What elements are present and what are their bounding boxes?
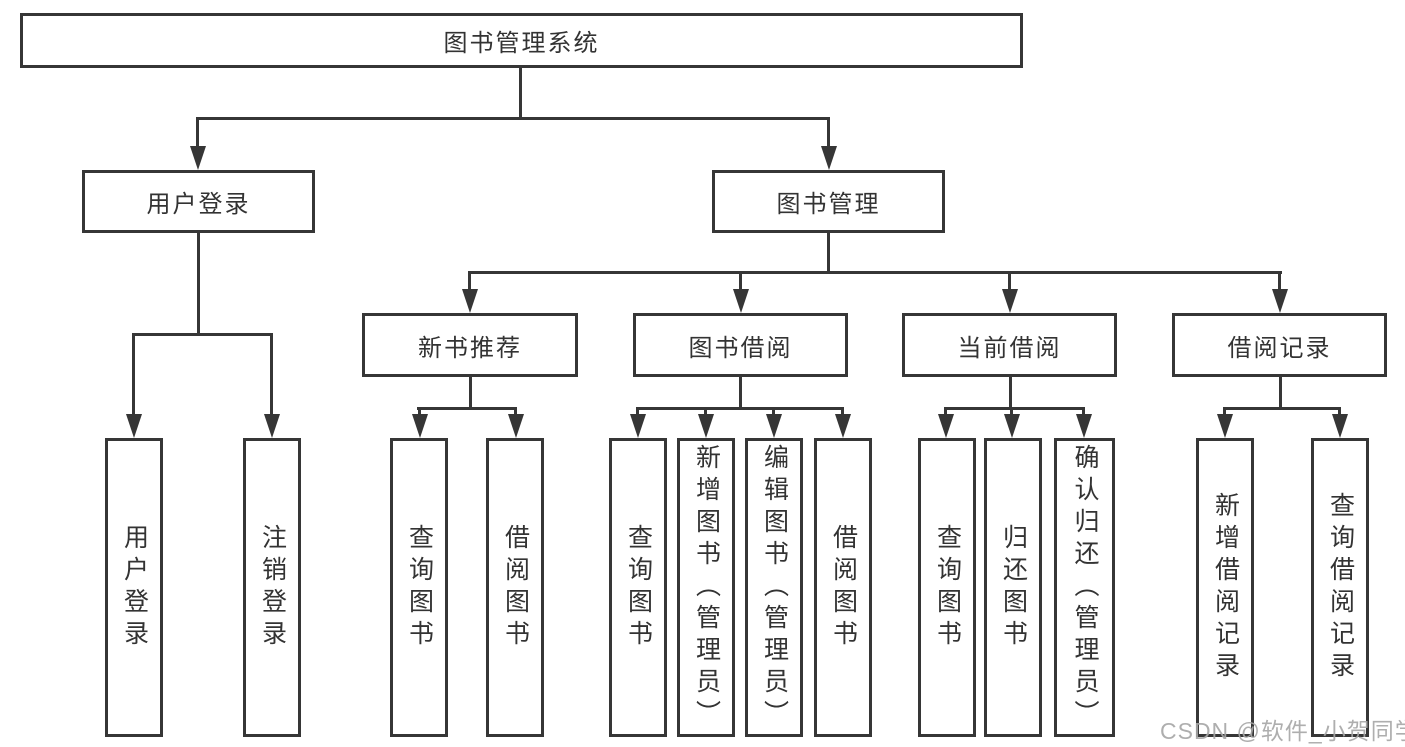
connector-borrow-records-spread: [1223, 407, 1341, 410]
arrow-down-to-leaf-logout: [270, 333, 273, 414]
leaf-borrow-borrow-books: 借阅图书: [814, 438, 872, 737]
arrow-down-g5-query-record: [1338, 407, 1341, 414]
connector-user-login-spread: [132, 333, 273, 336]
connector-level3-spread: [468, 271, 1282, 274]
leaf-recommend-query-books-label: 查询图书: [405, 523, 434, 652]
leaf-edit-books-admin-label: 编辑图书（管理员）: [760, 443, 789, 732]
connector-level2-spread: [196, 117, 830, 120]
leaf-current-query-books: 查询图书: [918, 438, 976, 737]
leaf-confirm-return-admin-label: 确认归还（管理员）: [1071, 443, 1099, 732]
arrow-down-g4-return-books: [1010, 407, 1013, 414]
leaf-add-borrow-record: 新增借阅记录: [1196, 438, 1254, 737]
leaf-borrow-borrow-books-label: 借阅图书: [829, 523, 858, 652]
arrow-down-g2-query-books: [418, 407, 421, 414]
leaf-recommend-borrow-books: 借阅图书: [486, 438, 544, 737]
leaf-add-borrow-record-label: 新增借阅记录: [1211, 491, 1240, 684]
node-borrow-records-label: 借阅记录: [1227, 334, 1332, 362]
leaf-edit-books-admin: 编辑图书（管理员）: [745, 438, 803, 737]
leaf-user-login-label: 用户登录: [120, 523, 149, 652]
csdn-watermark: CSDN @软件_小贺同学: [1160, 718, 1405, 744]
arrow-down-g3-add-books: [704, 407, 707, 414]
leaf-query-borrow-record: 查询借阅记录: [1311, 438, 1369, 737]
leaf-user-login: 用户登录: [105, 438, 163, 737]
arrow-down-g3-query-books: [636, 407, 639, 414]
node-current-borrow-label: 当前借阅: [957, 334, 1062, 362]
connector-user-login-stem: [197, 233, 200, 335]
connector-current-borrow-stem: [1009, 377, 1012, 410]
leaf-borrow-query-books: 查询图书: [609, 438, 667, 737]
leaf-recommend-query-books: 查询图书: [390, 438, 448, 737]
arrow-down-g4-confirm-return: [1082, 407, 1085, 414]
arrow-down-to-book-management: [827, 117, 830, 146]
node-library-management-system-label: 图书管理系统: [443, 30, 600, 57]
node-new-book-recommend: 新书推荐: [362, 313, 578, 377]
leaf-recommend-borrow-books-label: 借阅图书: [501, 523, 530, 652]
arrow-down-to-borrow-records: [1278, 271, 1281, 289]
node-book-management-label: 图书管理: [776, 191, 881, 218]
connector-book-borrow-spread: [636, 407, 844, 410]
leaf-add-books-admin-label: 新增图书（管理员）: [692, 443, 721, 732]
node-library-management-system: 图书管理系统: [20, 13, 1023, 68]
connector-new-book-recommend-spread: [417, 407, 517, 410]
arrow-down-g3-borrow-books: [841, 407, 844, 414]
arrow-down-to-user-login: [196, 117, 199, 146]
leaf-add-books-admin: 新增图书（管理员）: [677, 438, 735, 737]
leaf-confirm-return-admin: 确认归还（管理员）: [1054, 438, 1115, 737]
connector-borrow-records-stem: [1279, 377, 1282, 410]
node-borrow-records: 借阅记录: [1172, 313, 1387, 377]
node-current-borrow: 当前借阅: [902, 313, 1117, 377]
leaf-borrow-query-books-label: 查询图书: [624, 523, 653, 652]
leaf-current-query-books-label: 查询图书: [933, 523, 962, 652]
arrow-down-to-leaf-user-login: [132, 333, 135, 414]
connector-book-management-stem: [827, 233, 830, 274]
node-book-borrow-label: 图书借阅: [688, 334, 793, 362]
node-user-login: 用户登录: [82, 170, 315, 233]
connector-current-borrow-spread: [944, 407, 1085, 410]
node-book-borrow: 图书借阅: [633, 313, 848, 377]
arrow-down-to-current-borrow: [1008, 271, 1011, 289]
leaf-return-books: 归还图书: [984, 438, 1042, 737]
arrow-down-g4-query-books: [944, 407, 947, 414]
arrow-down-g5-add-record: [1223, 407, 1226, 414]
connector-root-stem: [519, 68, 522, 118]
node-new-book-recommend-label: 新书推荐: [418, 334, 522, 362]
connector-book-borrow-stem: [739, 377, 742, 410]
connector-new-book-recommend-stem: [469, 377, 472, 410]
node-user-login-label: 用户登录: [146, 191, 251, 218]
leaf-return-books-label: 归还图书: [999, 523, 1028, 652]
arrow-down-g2-borrow-books: [514, 407, 517, 414]
arrow-down-g3-edit-books: [772, 407, 775, 414]
arrow-down-to-book-borrow: [739, 271, 742, 289]
leaf-query-borrow-record-label: 查询借阅记录: [1326, 491, 1355, 684]
arrow-down-to-new-book-recommend: [468, 271, 471, 289]
leaf-logout-login-label: 注销登录: [258, 523, 287, 652]
node-book-management: 图书管理: [712, 170, 945, 233]
leaf-logout-login: 注销登录: [243, 438, 301, 737]
